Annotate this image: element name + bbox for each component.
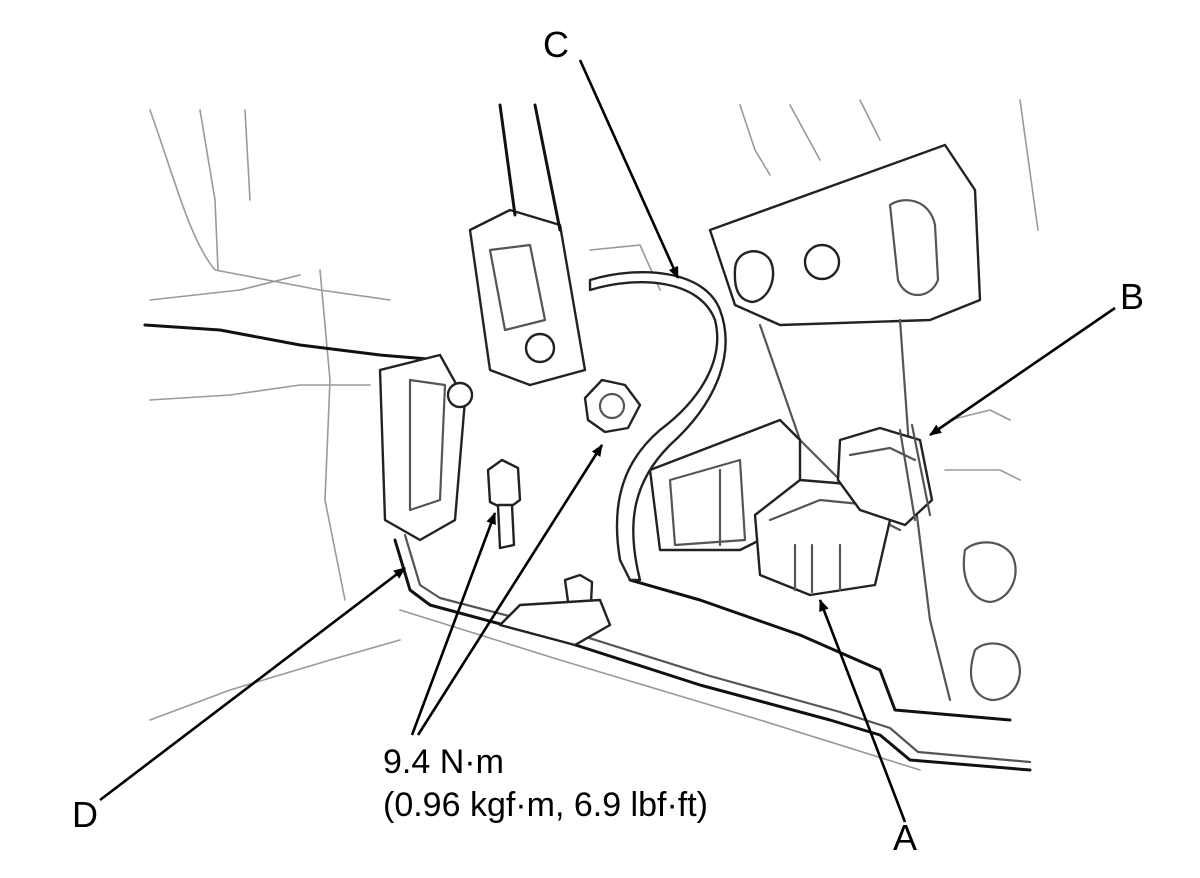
leader-torque-1 xyxy=(410,512,497,736)
leader-b xyxy=(929,306,1116,437)
leader-lines xyxy=(99,59,1116,823)
right-details xyxy=(962,541,1021,702)
wire-harness xyxy=(588,271,727,582)
torque-conversion: (0.96 kgf·m, 6.9 lbf·ft) xyxy=(383,786,708,824)
leader-torque-2 xyxy=(416,444,604,736)
right-bracket xyxy=(708,143,982,702)
torque-value: 9.4 N·m xyxy=(383,743,504,781)
callout-c: C xyxy=(543,24,569,65)
callout-a: A xyxy=(893,817,917,858)
leader-a xyxy=(818,599,907,823)
leader-c xyxy=(578,59,680,279)
callout-d: D xyxy=(72,794,98,835)
connector-b xyxy=(836,423,934,527)
callout-b: B xyxy=(1120,276,1144,317)
trim-panel-edge xyxy=(143,323,1032,772)
leader-d xyxy=(99,566,406,802)
left-bracket xyxy=(378,103,587,542)
mounting-bolts xyxy=(486,378,642,647)
connector-a xyxy=(753,478,892,597)
body-panel-lines xyxy=(149,99,1039,771)
